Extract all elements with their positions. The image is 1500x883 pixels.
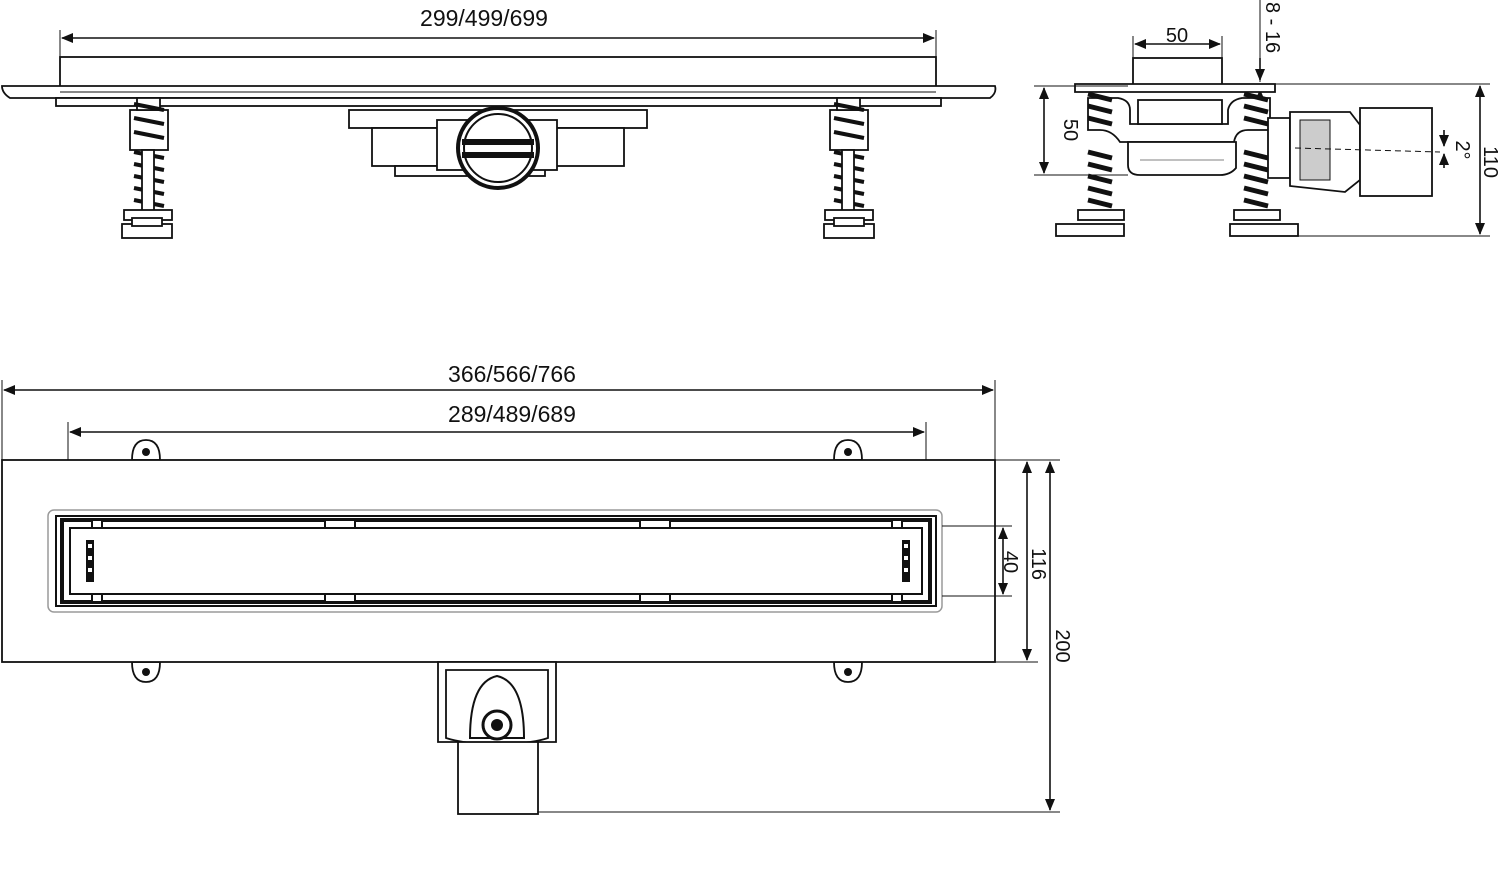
top-mount-tabs	[131, 439, 863, 683]
side-height-right-label: 110	[1479, 146, 1500, 178]
dim-top-frame: 116	[995, 459, 1049, 663]
front-leg-left	[121, 97, 173, 239]
dim-top-slot: 40	[942, 525, 1021, 597]
side-adjust-label: 8 - 16	[1261, 2, 1283, 53]
top-grate	[69, 527, 923, 595]
top-frame-label: 116	[1027, 548, 1049, 580]
dim-side-height-right: 110	[1270, 83, 1500, 237]
side-leg-right	[1229, 91, 1299, 237]
side-angle-label: 2°	[1451, 140, 1473, 159]
side-view: 50 8 - 16	[1034, 0, 1500, 237]
top-view: 366/566/766 289/489/689	[1, 361, 1073, 815]
front-leg-right	[823, 97, 875, 239]
dim-front-length: 299/499/699	[59, 5, 937, 58]
top-outlet	[437, 661, 557, 815]
dim-side-height-left: 50	[1034, 85, 1128, 176]
side-leg-left	[1055, 91, 1125, 237]
top-total-depth-label: 200	[1051, 629, 1073, 662]
front-view: 299/499/699	[1, 5, 997, 239]
side-width-label: 50	[1166, 25, 1188, 47]
side-outlet	[1267, 107, 1441, 197]
dim-top-inner: 289/489/689	[67, 401, 927, 520]
top-slot-label: 40	[999, 551, 1021, 573]
front-grate	[59, 56, 937, 88]
front-outlet-icon	[456, 106, 540, 190]
top-total-label: 366/566/766	[448, 361, 576, 387]
side-height-left-label: 50	[1059, 119, 1081, 141]
top-inner-label: 289/489/689	[448, 401, 576, 427]
dim-side-angle: 2°	[1439, 130, 1473, 168]
dim-top-total: 366/566/766	[1, 361, 996, 460]
side-body	[1087, 97, 1271, 143]
front-length-label: 299/499/699	[420, 5, 548, 31]
grate-logo-left-icon	[86, 540, 94, 582]
grate-logo-right-icon	[902, 540, 910, 582]
dim-side-width: 50	[1132, 25, 1223, 58]
dim-top-total-depth: 200	[538, 459, 1073, 813]
